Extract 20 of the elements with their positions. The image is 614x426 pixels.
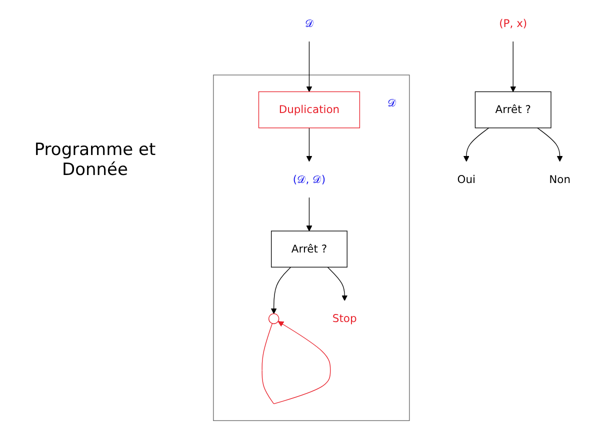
- arrow: [327, 266, 348, 301]
- arrow: [262, 321, 331, 404]
- node-text: Non: [549, 172, 571, 186]
- arrow: [510, 41, 516, 92]
- arrow: [306, 41, 312, 92]
- arrow: [463, 128, 490, 162]
- arrow: [537, 128, 563, 162]
- node-box: Arrêt ?: [474, 91, 552, 128]
- arrow: [270, 266, 292, 314]
- node-text: Stop: [332, 312, 357, 325]
- node-box: Duplication: [258, 91, 360, 128]
- arrow: [306, 197, 312, 232]
- node-text: (𝒟, 𝒟): [292, 172, 326, 186]
- arrow: [306, 128, 312, 162]
- node-text: Oui: [457, 172, 476, 186]
- node-text: 𝒟: [304, 16, 314, 30]
- node-text: (P, x): [499, 16, 528, 30]
- node-circle: [268, 313, 280, 324]
- heading-text: Programme et Donnée: [33, 140, 157, 180]
- node-box: Arrêt ?: [271, 230, 348, 268]
